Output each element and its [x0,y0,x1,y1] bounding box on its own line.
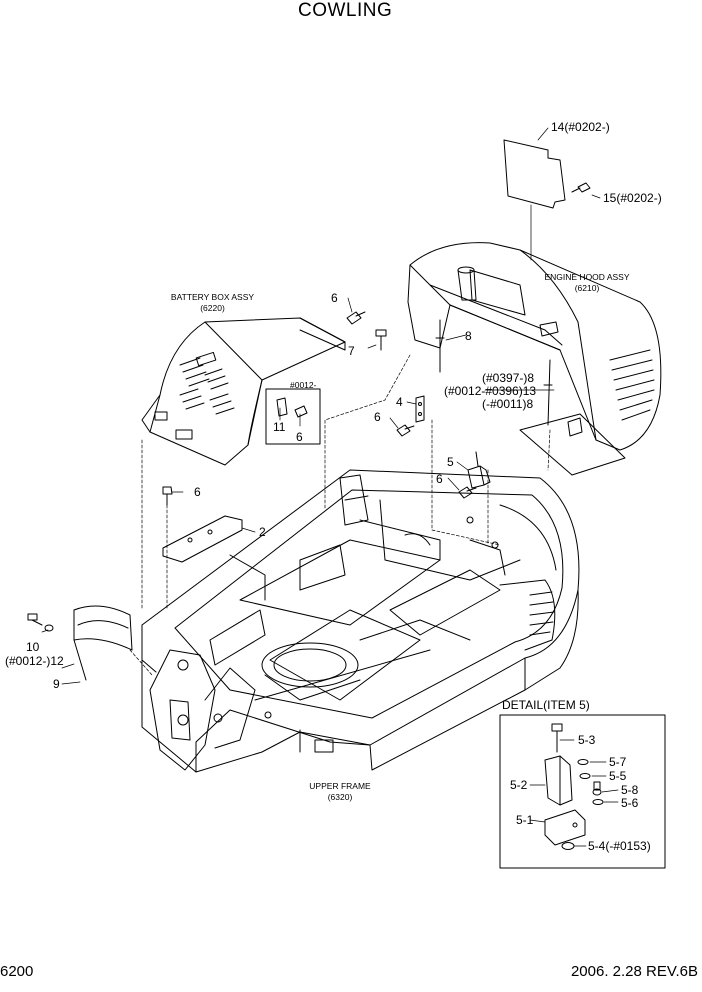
callout-4: 4 [396,395,403,409]
upper-frame-drawing [141,469,580,773]
page-title: COWLING [298,0,393,21]
callout-12: (#0012-)12 [5,654,64,668]
battery-box-assy-name: BATTERY BOX ASSY [170,292,255,302]
detail-5-4: 5-4(-#0153) [588,839,651,853]
detail-5-7: 5-7 [609,755,627,769]
date-revision: 2006. 2.28 REV.6B [570,963,698,980]
callout-6-top: 6 [331,291,338,305]
callout-9: 9 [53,677,60,691]
callout-13: (#0012-#0396)13 [444,384,537,398]
callout-2: 2 [259,525,266,539]
callout-8-0397: (#0397-)8 [482,371,535,385]
callout-11: 11 [273,420,286,434]
battery-box-assy-code: (6220) [200,303,225,313]
detail-5-5: 5-5 [609,769,627,783]
callout-6-inset: 6 [296,430,303,444]
callout-10: 10 [26,640,40,654]
detail-5-3: 5-3 [578,733,596,747]
callout-14: 14(#0202-) [551,120,610,134]
callout-6-lower: 6 [436,472,443,486]
upper-frame-label: UPPER FRAME (6320) [290,781,390,803]
callout-15: 15(#0202-) [603,191,662,205]
hardware-drawing [27,311,491,681]
callout-6-mid: 6 [374,410,381,424]
detail-title: DETAIL(ITEM 5) [502,698,590,712]
detail-item-5-drawing [499,714,666,869]
engine-hood-assy-name: ENGINE HOOD ASSY [544,272,630,282]
engine-hood-drawing [407,242,662,476]
callout-8: 8 [465,329,472,343]
callout-7: 7 [348,344,355,358]
callout-5: 5 [447,455,454,469]
detail-5-2: 5-2 [510,778,528,792]
engine-hood-assy-label: ENGINE HOOD ASSY (6210) [528,272,646,294]
leader-lines [41,127,601,685]
guard-plate-drawing [503,139,591,209]
page-number: 6200 [0,963,34,980]
detail-5-1: 5-1 [516,813,534,827]
upper-frame-name: UPPER FRAME [309,781,371,791]
engine-hood-assy-code: (6210) [574,283,600,293]
callout-0012-inset: #0012- [290,380,317,390]
battery-box-assy-label: BATTERY BOX ASSY (6220) [155,292,270,314]
callout-6-left: 6 [194,485,201,499]
detail-5-6: 5-6 [621,796,639,810]
battery-box-drawing [141,317,346,466]
upper-frame-code: (6320) [327,792,353,802]
callout-8-0011: (-#0011)8 [482,397,534,411]
detail-5-8: 5-8 [621,783,639,797]
